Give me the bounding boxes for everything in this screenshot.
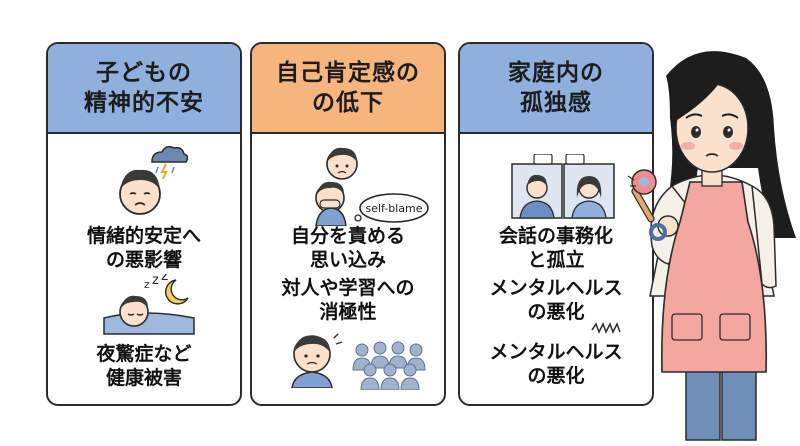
worried-child-icon [291, 333, 343, 388]
card-title-line: の低下 [312, 90, 384, 116]
card-item: 夜驚症など 健康被害 [48, 342, 240, 390]
item-line: メンタルヘルス [489, 341, 623, 363]
item-line: 会話の事務化 [498, 225, 613, 247]
worried-mother-holding-rattle-icon [627, 51, 796, 441]
svg-text:z: z [152, 274, 159, 288]
card-title-line: 精神的不安 [84, 90, 204, 116]
group-of-people-icon [352, 341, 426, 390]
item-line: の悪影響 [105, 249, 182, 271]
card-header: 自己肯定感の の低下 [252, 44, 444, 134]
item-line: メンタルヘルス [489, 277, 623, 299]
card-title-line: 自己肯定感の [276, 60, 420, 86]
card-item: 情緒的安定へ の悪影響 [48, 224, 240, 272]
item-line: 消極性 [319, 301, 377, 323]
sad-child-with-rain-cloud-icon [119, 145, 188, 215]
svg-text:z: z [144, 278, 150, 291]
item-line: 自分を責める [290, 225, 405, 247]
item-line: 情緒的安定へ [86, 225, 201, 247]
card-title-line: 孤独感 [520, 90, 592, 116]
card-family-isolation: 家庭内の 孤独感 会話の事務化 と孤立 メンタルヘルス の悪化 メンタルヘルス … [458, 42, 654, 406]
card-header: 家庭内の 孤独感 [460, 44, 652, 134]
card-title-line: 子どもの [96, 60, 192, 86]
item-line: 夜驚症など [96, 343, 192, 365]
card-item: メンタルヘルス の悪化 [460, 276, 652, 324]
stress-zigzag-icon [591, 322, 621, 334]
item-line: と孤立 [527, 249, 585, 271]
card-header: 子どもの 精神的不安 [48, 44, 240, 134]
card-item: 対人や学習への 消極性 [252, 276, 444, 324]
video-call-parents-icon [511, 154, 615, 219]
item-line: の悪化 [527, 365, 585, 387]
card-item: 自分を責める 思い込み [252, 224, 444, 272]
svg-text:z: z [161, 274, 168, 284]
item-line: 思い込み [309, 249, 386, 271]
item-line: の悪化 [527, 301, 585, 323]
child-sleeping-with-moon-icon: z z z [103, 274, 195, 335]
item-line: 健康被害 [105, 367, 182, 389]
card-item: 会話の事務化 と孤立 [460, 224, 652, 272]
card-self-esteem: 自己肯定感の の低下 self-blame 自分を責める 思い込み 対人や学習へ… [250, 42, 446, 406]
card-item: メンタルヘルス の悪化 [460, 340, 652, 388]
child-self-blame-icon: self-blame [315, 147, 429, 226]
card-child-anxiety: 子どもの 精神的不安 情緒的安定へ の悪影響 z z z 夜驚症など 健康被害 [46, 42, 242, 406]
self-blame-bubble-text: self-blame [365, 202, 422, 215]
item-line: 対人や学習への [281, 277, 415, 299]
card-title-line: 家庭内の [508, 60, 604, 86]
